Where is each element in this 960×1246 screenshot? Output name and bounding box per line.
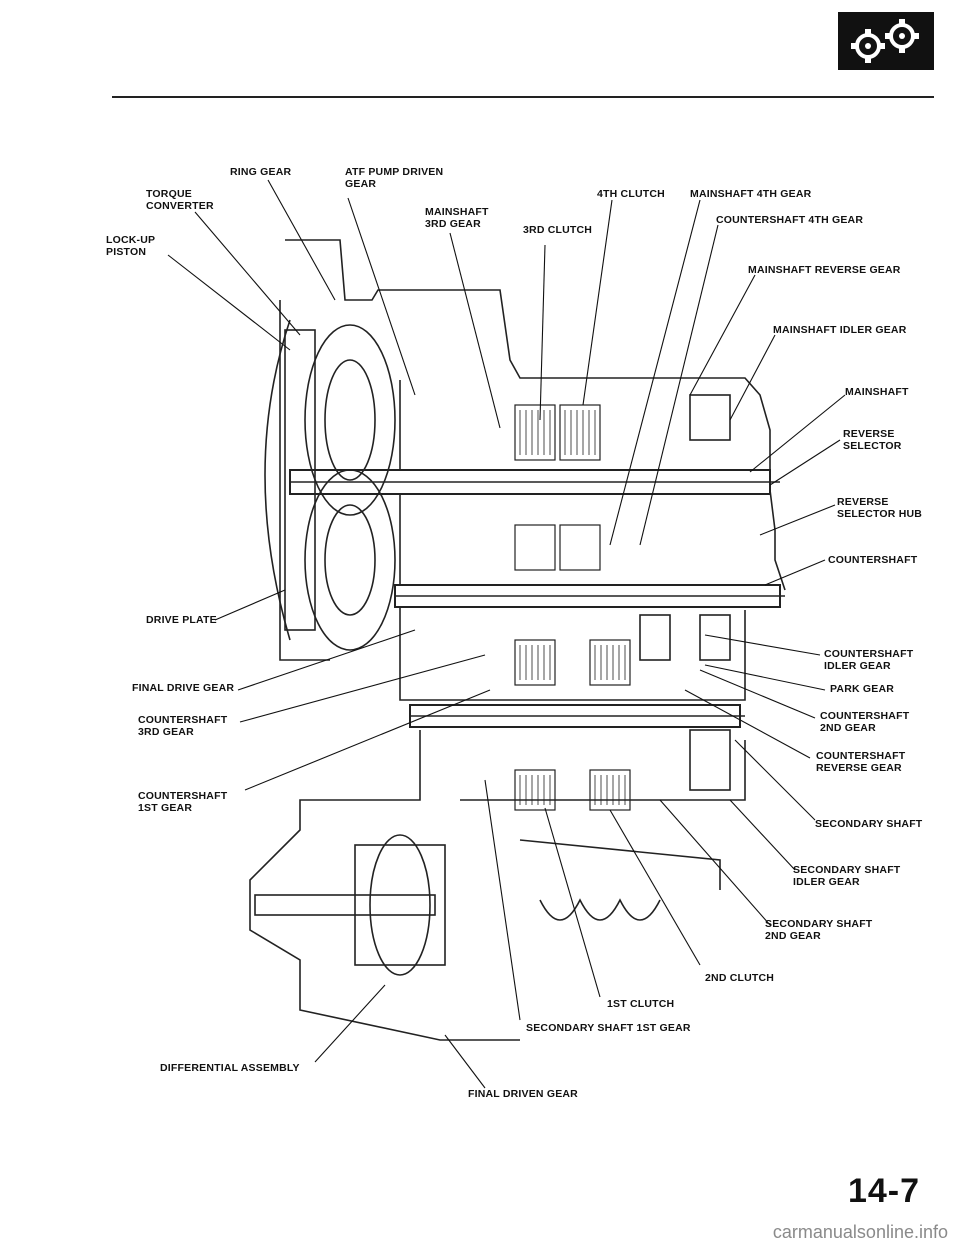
label-3rd-clutch: 3RD CLUTCH [523,224,593,236]
label-lock-up-piston: LOCK-UP PISTON [106,234,156,258]
label-mainshaft-reverse-gear: MAINSHAFT REVERSE GEAR [748,264,901,276]
label-2nd-clutch: 2ND CLUTCH [705,972,775,984]
label-countershaft-1st-gear: COUNTERSHAFT 1ST GEAR [138,790,228,814]
label-countershaft-idler-gear: COUNTERSHAFT IDLER GEAR [824,648,914,672]
label-torque-converter: TORQUE CONVERTER [146,188,214,212]
header-rule [112,96,934,98]
label-ring-gear: RING GEAR [230,166,292,178]
label-final-drive-gear: FINAL DRIVE GEAR [132,682,235,694]
label-reverse-selector: REVERSE SELECTOR [843,428,902,452]
label-mainshaft-4th-gear: MAINSHAFT 4TH GEAR [690,188,812,200]
label-secondary-shaft-idler-gear: SECONDARY SHAFT IDLER GEAR [793,864,901,888]
label-final-driven-gear: FINAL DRIVEN GEAR [468,1088,578,1100]
label-4th-clutch: 4TH CLUTCH [597,188,665,200]
label-mainshaft-3rd-gear: MAINSHAFT 3RD GEAR [425,206,489,230]
gears-icon [838,12,934,70]
label-countershaft-reverse-gear: COUNTERSHAFT REVERSE GEAR [816,750,906,774]
page-number: 14-7 [847,1172,920,1210]
label-countershaft: COUNTERSHAFT [828,554,918,566]
label-secondary-shaft-1st-gear: SECONDARY SHAFT 1ST GEAR [526,1022,691,1034]
label-countershaft-3rd-gear: COUNTERSHAFT 3RD GEAR [138,714,228,738]
label-atf-pump-driven-gear: ATF PUMP DRIVEN GEAR [345,166,444,190]
label-reverse-selector-hub: REVERSE SELECTOR HUB [837,496,923,520]
label-countershaft-4th-gear: COUNTERSHAFT 4TH GEAR [716,214,864,226]
watermark: carmanualsonline.info [772,1222,948,1242]
label-secondary-shaft: SECONDARY SHAFT [815,818,923,830]
label-mainshaft: MAINSHAFT [845,386,909,398]
label-secondary-shaft-2nd-gear: SECONDARY SHAFT 2ND GEAR [765,918,873,942]
label-1st-clutch: 1ST CLUTCH [607,998,675,1010]
label-drive-plate: DRIVE PLATE [146,614,217,626]
label-park-gear: PARK GEAR [830,683,895,695]
label-differential-assembly: DIFFERENTIAL ASSEMBLY [160,1062,300,1074]
label-countershaft-2nd-gear: COUNTERSHAFT 2ND GEAR [820,710,910,734]
label-mainshaft-idler-gear: MAINSHAFT IDLER GEAR [773,324,907,336]
